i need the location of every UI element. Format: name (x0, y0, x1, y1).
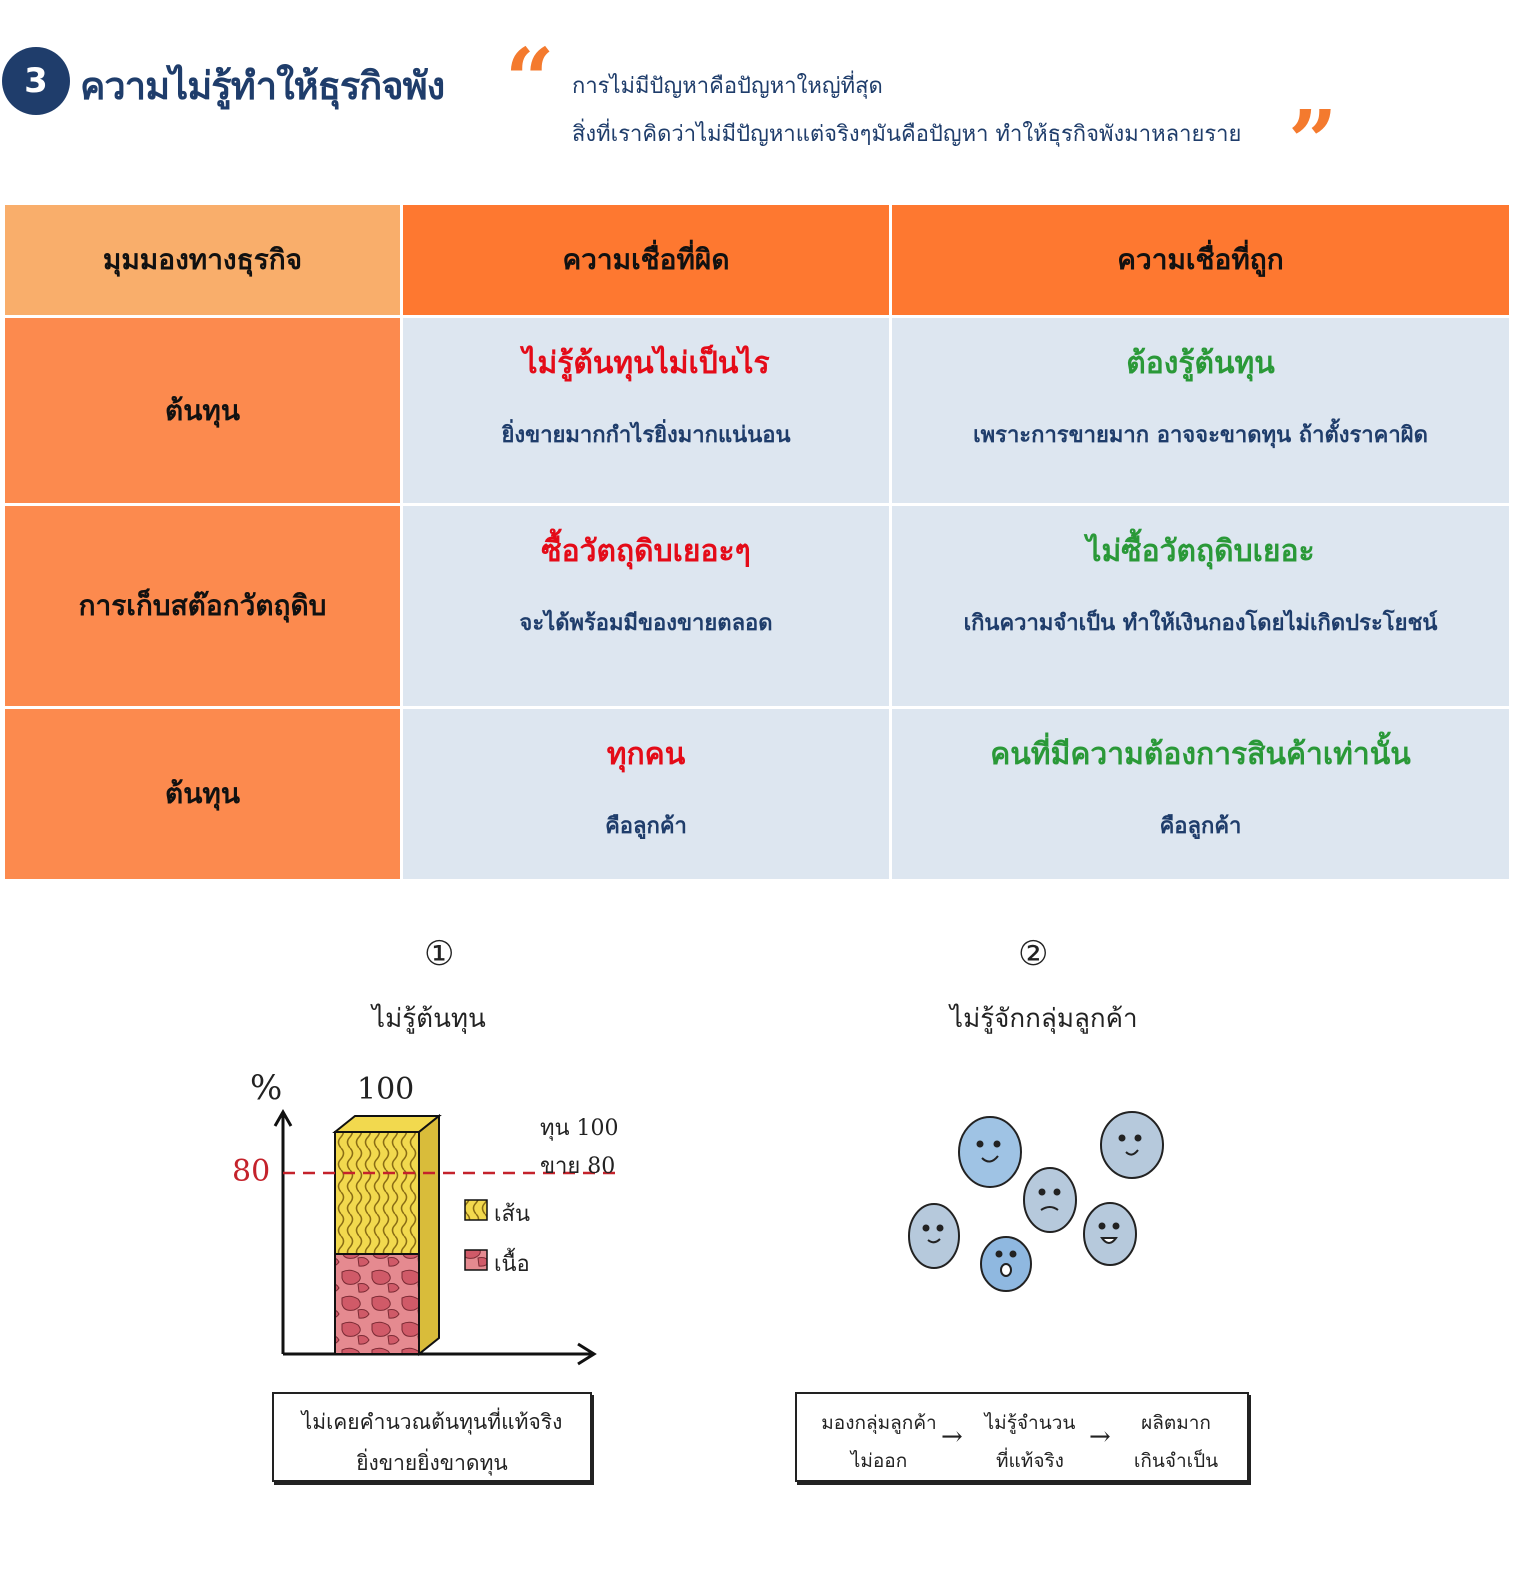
legend-meat-label: เนื้อ (494, 1252, 530, 1277)
row-label: ต้นทุน (165, 777, 240, 810)
illustration-number-1: ① (424, 934, 455, 974)
row-label-cell: การเก็บสต๊อกวัตถุดิบ (2, 503, 403, 709)
right-belief-title: ต้องรู้ต้นทุน (1126, 346, 1275, 381)
quote-line-2: สิ่งที่เราคิดว่าไม่มีปัญหาแต่จริงๆมันคือ… (572, 122, 1242, 147)
cost-label: ทุน 100 (540, 1116, 619, 1141)
right-belief-title: คนที่มีความต้องการสินค้าเท่านั้น (990, 737, 1411, 772)
caption-1-line-2: ยิ่งขายยิ่งขาดทุน (356, 1451, 508, 1475)
open-quote-icon: “ (505, 30, 555, 131)
right-belief-cell: คนที่มีความต้องการสินค้าเท่านั้น คือลูกค… (889, 706, 1512, 882)
header-perspective-label: มุมมองทางธุรกิจ (102, 243, 303, 276)
face-surprised-icon (980, 1236, 1032, 1292)
bar-top-value-label: 100 (357, 1072, 415, 1107)
row-label: ต้นทุน (165, 393, 240, 427)
wrong-belief-detail: จะได้พร้อมมีของขายตลอด (519, 611, 773, 636)
wrong-belief-cell: ซื้อวัตถุดิบเยอะๆ จะได้พร้อมมีของขายตลอด (400, 503, 892, 709)
x-axis-arrow (577, 1342, 597, 1366)
row-label: การเก็บสต๊อกวัตถุดิบ (78, 589, 327, 622)
y-axis-percent-label: % (250, 1068, 283, 1108)
illustration-title-2: ไม่รู้จักกลุ่มลูกค้า (950, 1004, 1138, 1034)
wrong-belief-title: ทุกคน (606, 737, 686, 772)
bar-side-face (418, 1113, 440, 1357)
right-belief-detail: เพราะการขายมาก อาจจะขาดทุน ถ้าตั้งราคาผิ… (973, 423, 1428, 448)
header-right-belief: ความเชื่อที่ถูก (889, 202, 1512, 318)
face-happy-icon (1100, 1111, 1164, 1179)
flow-step-1-line-1: มองกลุ่มลูกค้า (821, 1412, 937, 1434)
legend-noodle-label: เส้น (494, 1202, 530, 1227)
section-title: ความไม่รู้ทำให้ธุรกิจพัง (80, 64, 445, 108)
table-row: ต้นทุน ทุกคน คือลูกค้า คนที่มีความต้องกา… (2, 706, 1512, 882)
row-label-cell: ต้นทุน (2, 315, 403, 506)
right-belief-detail: คือลูกค้า (1159, 814, 1242, 839)
y-axis-arrow (273, 1108, 293, 1127)
flow-arrow-icon: → (941, 1422, 963, 1452)
wrong-belief-detail: คือลูกค้า (605, 814, 687, 839)
table-row: การเก็บสต๊อกวัตถุดิบ ซื้อวัตถุดิบเยอะๆ จ… (2, 503, 1512, 709)
flow-step-3-line-1: ผลิตมาก (1141, 1412, 1211, 1434)
flow-step-3: ผลิตมาก เกินจำเป็น (1115, 1408, 1237, 1476)
header-perspective: มุมมองทางธุรกิจ (2, 202, 403, 318)
right-belief-cell: ไม่ซื้อวัตถุดิบเยอะ เกินความจำเป็น ทำให้… (889, 503, 1512, 709)
legend-meat-swatch (464, 1249, 488, 1271)
wrong-belief-cell: ไม่รู้ต้นทุนไม่เป็นไร ยิ่งขายมากกำไรยิ่ง… (400, 315, 892, 506)
right-belief-title: ไม่ซื้อวัตถุดิบเยอะ (1086, 534, 1315, 569)
belief-table: มุมมองทางธุรกิจ ความเชื่อที่ผิด ความเชื่… (2, 202, 1512, 882)
wrong-belief-detail: ยิ่งขายมากกำไรยิ่งมากแน่นอน (501, 423, 791, 448)
caption-1-line-1: ไม่เคยคำนวณต้นทุนที่แท้จริง (301, 1410, 563, 1434)
sale-level-value-label: 80 (232, 1154, 271, 1189)
wrong-belief-title: ซื้อวัตถุดิบเยอะๆ (541, 534, 751, 569)
sale-label: ขาย 80 (540, 1154, 616, 1179)
illustration-number-2: ② (1018, 934, 1049, 974)
bar-noodle-segment (334, 1131, 420, 1255)
header-wrong-label: ความเชื่อที่ผิด (562, 243, 730, 276)
face-sad-icon (1023, 1167, 1077, 1233)
flow-step-2-line-2: ที่แท้จริง (996, 1450, 1064, 1472)
header-right-label: ความเชื่อที่ถูก (1117, 243, 1284, 276)
customer-faces-drawing (908, 1111, 1164, 1292)
table-header-row: มุมมองทางธุรกิจ ความเชื่อที่ผิด ความเชื่… (2, 202, 1512, 318)
bar-meat-segment (334, 1253, 420, 1355)
header-wrong-belief: ความเชื่อที่ผิด (400, 202, 892, 318)
right-belief-cell: ต้องรู้ต้นทุน เพราะการขายมาก อาจจะขาดทุน… (889, 315, 1512, 506)
face-laugh-icon (1083, 1202, 1137, 1266)
face-smile-icon (958, 1116, 1022, 1188)
section-number-badge: 3 (2, 47, 70, 115)
caption-box-1: ไม่เคยคำนวณต้นทุนที่แท้จริง ยิ่งขายยิ่งข… (272, 1392, 592, 1482)
header: 3 ความไม่รู้ทำให้ธุรกิจพัง “ การไม่มีปัญ… (0, 0, 1533, 200)
flow-step-1-line-2: ไม่ออก (850, 1450, 908, 1472)
face-neutral-icon (908, 1203, 960, 1269)
legend-noodle-swatch (464, 1199, 488, 1221)
illustration-title-1: ไม่รู้ต้นทุน (372, 1004, 486, 1034)
flow-step-1: มองกลุ่มลูกค้า ไม่ออก (809, 1408, 949, 1476)
flow-step-2: ไม่รู้จำนวน ที่แท้จริง (965, 1408, 1095, 1476)
row-label-cell: ต้นทุน (2, 706, 403, 882)
wrong-belief-cell: ทุกคน คือลูกค้า (400, 706, 892, 882)
flow-step-3-line-2: เกินจำเป็น (1133, 1450, 1219, 1472)
flow-arrow-icon: → (1089, 1422, 1111, 1452)
flow-step-2-line-1: ไม่รู้จำนวน (984, 1412, 1076, 1434)
close-quote-icon: ” (1288, 92, 1338, 193)
cost-bar-drawing (273, 1108, 622, 1366)
flow-box: มองกลุ่มลูกค้า ไม่ออก → ไม่รู้จำนวน ที่แ… (795, 1392, 1249, 1482)
quote-line-1: การไม่มีปัญหาคือปัญหาใหญ่ที่สุด (572, 74, 883, 99)
table-row: ต้นทุน ไม่รู้ต้นทุนไม่เป็นไร ยิ่งขายมากก… (2, 315, 1512, 506)
wrong-belief-title: ไม่รู้ต้นทุนไม่เป็นไร (522, 346, 770, 381)
right-belief-detail: เกินความจำเป็น ทำให้เงินกองโดยไม่เกิดประ… (963, 611, 1438, 636)
